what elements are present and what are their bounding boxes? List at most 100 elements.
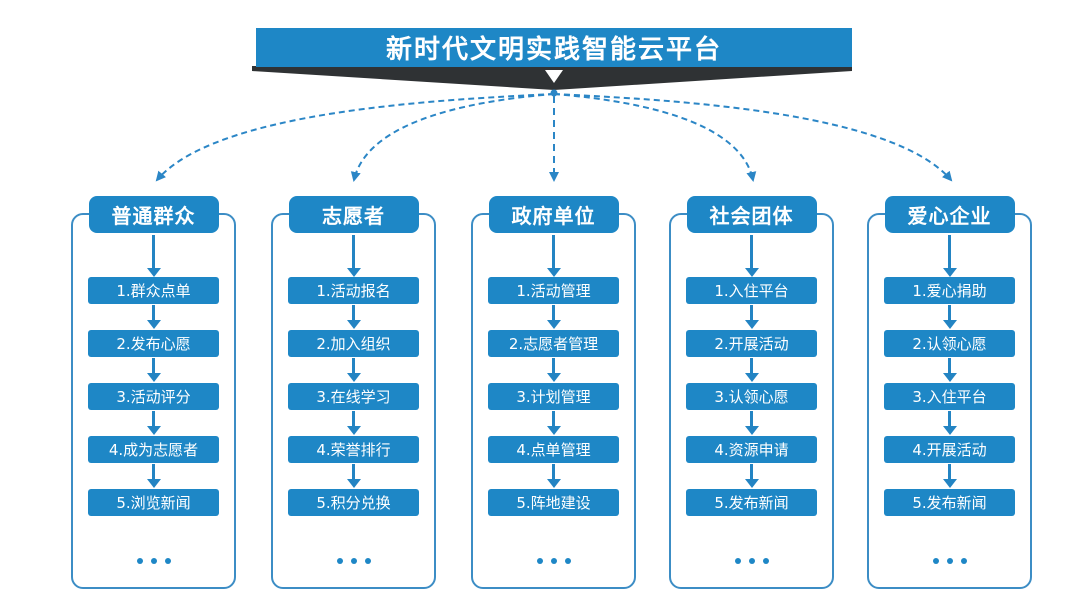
arrow-head: [146, 320, 161, 329]
platform-title-banner: 新时代文明实践智能云平台: [256, 28, 852, 67]
ellipsis-dot: [150, 558, 157, 564]
arrow-stem: [948, 235, 951, 268]
ellipsis-dot: [762, 558, 769, 564]
dashed-connector-volunteer: [350, 93, 555, 182]
arrow-head: [146, 268, 161, 277]
arrow-head: [346, 479, 361, 488]
column-header-volunteer: 志愿者: [288, 196, 419, 233]
ellipsis-dot: [350, 558, 357, 564]
arrow-stem: [552, 235, 555, 268]
down-arrow-icon: [546, 464, 562, 488]
arrow-head: [346, 320, 361, 329]
flow-step: 5.浏览新闻: [88, 489, 219, 516]
flow-step: 4.荣誉排行: [288, 436, 419, 463]
column-header-general-public: 普通群众: [88, 196, 219, 233]
flow-step: 5.积分兑换: [288, 489, 419, 516]
ellipsis-dot: [946, 558, 953, 564]
arrow-stem: [352, 358, 355, 373]
arrow-head: [546, 268, 561, 277]
down-arrow-icon: [942, 235, 958, 277]
arrow-head: [146, 479, 161, 488]
down-arrow-icon: [346, 305, 362, 329]
ellipsis-dot: [960, 558, 967, 564]
platform-title: 新时代文明实践智能云平台: [385, 35, 722, 65]
flow-step: 2.认领心愿: [884, 330, 1015, 357]
down-arrow-icon: [942, 305, 958, 329]
arrow-stem: [750, 305, 753, 320]
ellipsis-icon: [136, 558, 171, 564]
flow-step: 2.发布心愿: [88, 330, 219, 357]
arrow-stem: [948, 358, 951, 373]
down-arrow-icon: [346, 358, 362, 382]
arrow-stem: [352, 305, 355, 320]
arrow-stem: [750, 411, 753, 426]
ellipsis-dot: [734, 558, 741, 564]
arrow-stem: [750, 464, 753, 479]
flow-step: 5.阵地建设: [488, 489, 619, 516]
down-arrow-icon: [346, 464, 362, 488]
column-header-charity-enterprise: 爱心企业: [884, 196, 1015, 233]
down-arrow-icon: [942, 464, 958, 488]
arrow-stem: [152, 358, 155, 373]
flow-step: 2.加入组织: [288, 330, 419, 357]
down-arrow-icon: [146, 305, 162, 329]
ellipsis-dot: [748, 558, 755, 564]
ribbon-down-arrow-icon: [545, 70, 563, 83]
down-arrow-icon: [146, 358, 162, 382]
flow-step: 5.发布新闻: [884, 489, 1015, 516]
ellipsis-icon: [336, 558, 371, 564]
down-arrow-icon: [942, 358, 958, 382]
column-volunteer: 志愿者 1.活动报名 2.加入组织 3.在线学习 4.荣誉排行 5.积分兑换: [271, 196, 436, 589]
hub-dot-icon: [550, 89, 558, 97]
ellipsis-icon: [734, 558, 769, 564]
arrow-head: [942, 479, 957, 488]
arrow-head: [744, 268, 759, 277]
down-arrow-icon: [546, 411, 562, 435]
arrow-head: [942, 426, 957, 435]
flow-step: 2.开展活动: [686, 330, 817, 357]
arrow-head: [546, 479, 561, 488]
arrow-stem: [352, 464, 355, 479]
arrow-head: [346, 268, 361, 277]
column-header-government: 政府单位: [488, 196, 619, 233]
arrow-head: [942, 373, 957, 382]
arrow-head: [744, 320, 759, 329]
flow-step: 1.活动报名: [288, 277, 419, 304]
down-arrow-icon: [346, 411, 362, 435]
arrow-stem: [948, 464, 951, 479]
down-arrow-icon: [346, 235, 362, 277]
arrow-stem: [948, 305, 951, 320]
arrow-stem: [948, 411, 951, 426]
flow-step: 1.群众点单: [88, 277, 219, 304]
down-arrow-icon: [744, 358, 760, 382]
ellipsis-icon: [932, 558, 967, 564]
arrow-stem: [352, 411, 355, 426]
ellipsis-dot: [336, 558, 343, 564]
down-arrow-icon: [146, 464, 162, 488]
arrow-stem: [552, 464, 555, 479]
dashed-connector-general-public: [155, 93, 555, 182]
flow-step: 4.资源申请: [686, 436, 817, 463]
flow-step: 3.计划管理: [488, 383, 619, 410]
ellipsis-dot: [550, 558, 557, 564]
arrow-stem: [152, 235, 155, 268]
down-arrow-icon: [744, 305, 760, 329]
ellipsis-dot: [364, 558, 371, 564]
flow-step: 1.活动管理: [488, 277, 619, 304]
arrow-stem: [750, 358, 753, 373]
flow-step: 4.开展活动: [884, 436, 1015, 463]
down-arrow-icon: [546, 305, 562, 329]
down-arrow-icon: [146, 235, 162, 277]
flow-step: 3.在线学习: [288, 383, 419, 410]
flow-step: 5.发布新闻: [686, 489, 817, 516]
arrow-stem: [152, 464, 155, 479]
ellipsis-dot: [932, 558, 939, 564]
